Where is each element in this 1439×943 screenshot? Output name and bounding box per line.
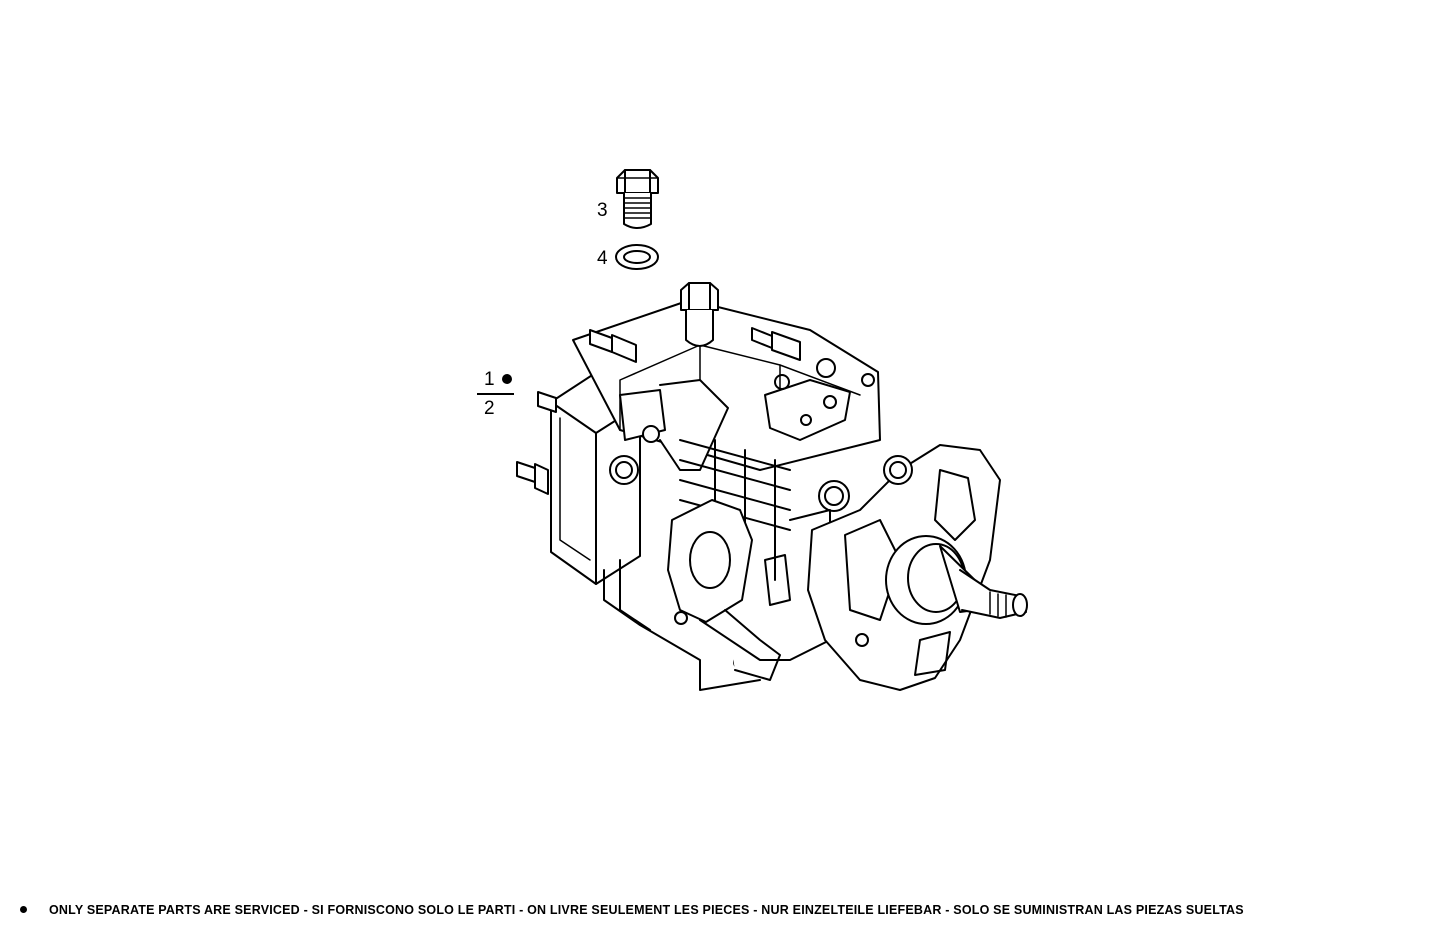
callout-part-3: 3 (597, 200, 608, 221)
callout-part-4: 4 (597, 248, 608, 269)
callout-part-2: 2 (484, 398, 495, 419)
footer-note: ONLY SEPARATE PARTS ARE SERVICED - SI FO… (20, 903, 1420, 917)
callout-divider (477, 393, 514, 395)
non-serviceable-bullet-icon (502, 374, 512, 384)
plug-bolt-part-3[interactable] (616, 169, 659, 229)
callout-part-1: 1 (484, 369, 495, 390)
injection-pump-part-1[interactable] (516, 282, 1028, 691)
sealing-washer-part-4[interactable] (615, 244, 659, 270)
footer-note-text: ONLY SEPARATE PARTS ARE SERVICED - SI FO… (49, 903, 1244, 917)
bullet-icon (20, 906, 27, 914)
